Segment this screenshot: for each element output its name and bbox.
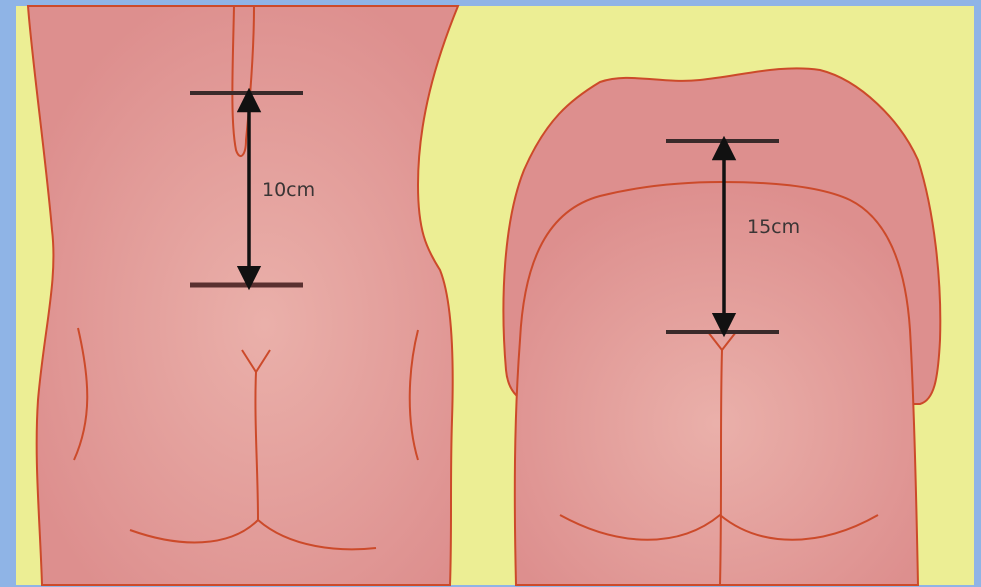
left-measurement-label: 10cm bbox=[262, 179, 315, 201]
right-figure: 15cm bbox=[503, 68, 940, 585]
right-measurement-label: 15cm bbox=[747, 216, 800, 238]
left-figure: 10cm bbox=[28, 6, 458, 585]
